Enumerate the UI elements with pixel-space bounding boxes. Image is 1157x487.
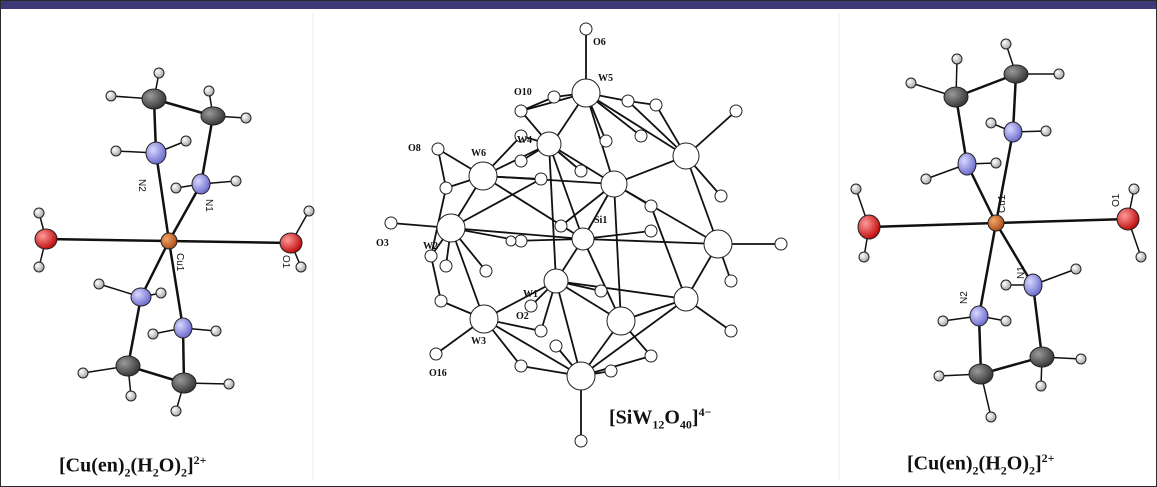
oxygen-atom [34, 228, 58, 250]
carbon-atom [1029, 346, 1055, 368]
tungsten-atom [571, 78, 601, 108]
label-w1: W1 [523, 289, 538, 300]
tungsten-atom [672, 142, 700, 170]
keggin-atoms [384, 22, 788, 448]
tungsten-atom [600, 170, 628, 198]
tungsten-atom [543, 268, 569, 294]
carbon-atom [200, 106, 226, 126]
carbon-atom [115, 355, 141, 377]
carbon-atom [171, 372, 197, 394]
label-o10: O10 [514, 87, 532, 98]
left-atoms [33, 67, 315, 417]
top-border-bar [1, 1, 1156, 9]
oxygen-atoms [384, 22, 788, 448]
left-atom-labels: N2 N1 Cu1 O1 [136, 179, 291, 272]
right-atoms [850, 38, 1147, 423]
nitrogen-atom [1023, 273, 1043, 297]
tungsten-atom [566, 361, 596, 391]
copper-atom [160, 232, 178, 250]
label-n1: N1 [203, 199, 214, 212]
oxygen-atom [1116, 207, 1140, 231]
nitrogen-atom [145, 141, 167, 165]
nitrogen-atom [130, 287, 152, 307]
carbon-atom [943, 86, 969, 108]
label-cu1: Cu1 [174, 253, 185, 272]
keggin-atom-labels: O6 W5 O10 W4 O8 W6 Si1 O3 W2 W1 O2 W3 O1… [376, 37, 613, 379]
tungsten-atom [703, 229, 733, 259]
label-o16: O16 [429, 368, 447, 379]
copper-atom [987, 214, 1005, 232]
label-n2: N2 [136, 179, 147, 192]
oxygen-atom [279, 232, 303, 254]
carbon-atom [968, 363, 994, 385]
label-o6: O6 [593, 37, 606, 48]
right-atom-labels: Cu1 O1 N1 N2 [959, 193, 1122, 304]
label-w6: W6 [471, 148, 486, 159]
carbon-atom [141, 88, 167, 110]
label-si1: Si1 [594, 215, 607, 226]
carbon-atom [1003, 64, 1029, 84]
label-n2-right: N2 [959, 291, 970, 304]
label-o1: O1 [280, 255, 291, 269]
oxygen-atom [857, 214, 881, 240]
label-w5: W5 [598, 73, 613, 84]
nitrogen-atom [1003, 121, 1023, 143]
hydrogen-atoms [33, 67, 315, 417]
label-o3: O3 [376, 238, 389, 249]
silicon-atom [571, 227, 595, 251]
caption-left: [Cu(en)2(H2O)2]2+ [59, 453, 207, 480]
nitrogen-atom [191, 173, 211, 195]
label-n1-right: N1 [1016, 266, 1027, 279]
nitrogen-atom [173, 317, 193, 339]
tungsten-atom [436, 213, 466, 243]
caption-right: [Cu(en)2(H2O)2]2+ [907, 451, 1055, 478]
caption-center: [SiW12O40]4− [609, 405, 712, 432]
label-o1-right: O1 [1111, 193, 1122, 207]
tungsten-atom [606, 306, 636, 336]
label-w4: W4 [517, 135, 532, 146]
nitrogen-atom [969, 305, 989, 327]
label-cu1-right: Cu1 [997, 194, 1008, 213]
label-o8: O8 [408, 143, 421, 154]
tungsten-atom [468, 161, 498, 191]
tungsten-atom [469, 304, 499, 334]
label-o2: O2 [516, 311, 529, 322]
label-w2: W2 [423, 241, 438, 252]
hydrogen-atoms [850, 38, 1147, 423]
nitrogen-atom [957, 152, 977, 176]
tungsten-atom [673, 286, 699, 312]
label-w3: W3 [471, 336, 486, 347]
tungsten-atom [536, 131, 562, 157]
